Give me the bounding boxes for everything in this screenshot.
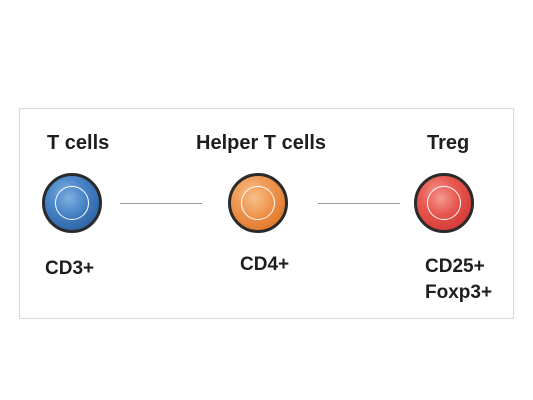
treg-title: Treg bbox=[427, 132, 470, 154]
treg-cell-icon bbox=[414, 173, 474, 233]
marker-cd4: CD4+ bbox=[240, 254, 290, 275]
marker-cd3: CD3+ bbox=[45, 258, 95, 279]
t-cells-title: T cells bbox=[47, 132, 110, 154]
helper-t-cell-icon bbox=[228, 173, 288, 233]
t-cell-icon bbox=[42, 173, 102, 233]
helper-t-cells-title: Helper T cells bbox=[196, 132, 327, 154]
connector-helper-to-treg bbox=[318, 203, 400, 204]
treg-markers: CD25+ Foxp3+ bbox=[425, 254, 492, 306]
marker-cd25: CD25+ bbox=[425, 256, 485, 277]
helper-t-cell-markers: CD4+ bbox=[240, 252, 289, 278]
t-cell-markers: CD3+ bbox=[45, 256, 94, 282]
helper-t-cell-nucleus bbox=[241, 186, 275, 220]
t-cell-nucleus bbox=[55, 186, 89, 220]
connector-t-to-helper bbox=[120, 203, 202, 204]
treg-cell-nucleus bbox=[427, 186, 461, 220]
marker-foxp3: Foxp3+ bbox=[425, 282, 493, 303]
